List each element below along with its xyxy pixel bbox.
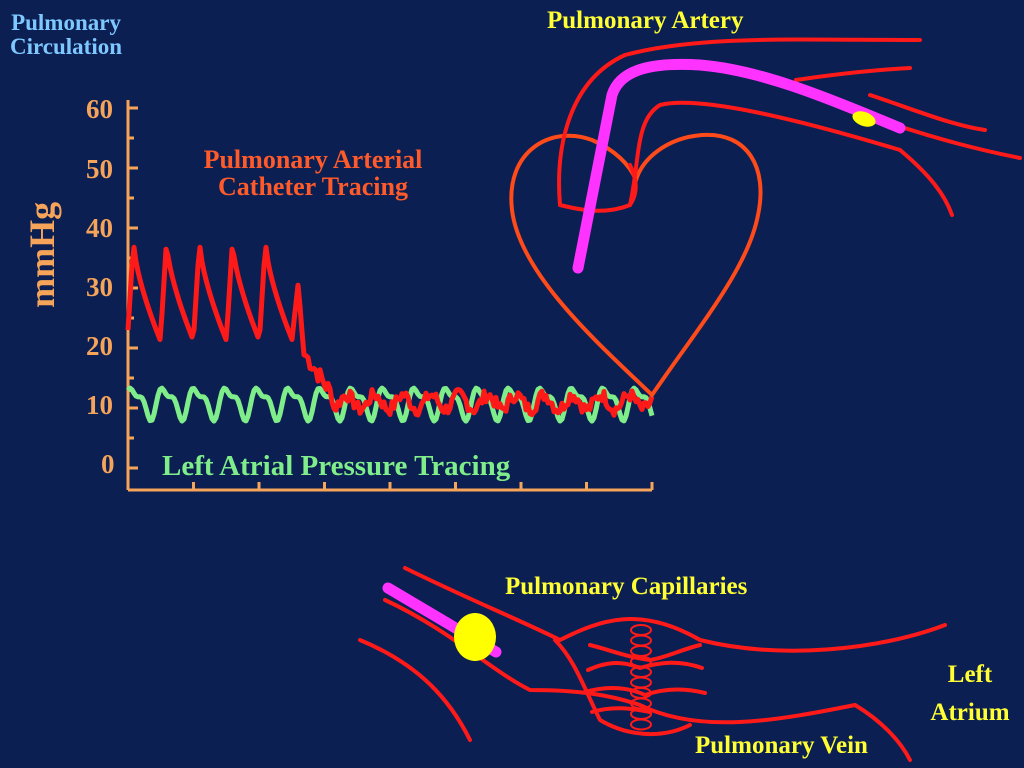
ytick-0: 0 <box>101 449 115 479</box>
pulmonary-artery-label: Pulmonary Artery <box>547 7 744 34</box>
pulmonary-arterial-trace <box>125 244 655 418</box>
capillary-vessels <box>358 566 947 762</box>
wedge-balloon <box>454 613 496 661</box>
ytick-60: 60 <box>86 94 113 124</box>
capillary-coil <box>630 676 652 689</box>
page-title-line2: Circulation <box>10 34 123 60</box>
y-tick-marks <box>128 106 138 470</box>
ytick-40: 40 <box>86 213 113 243</box>
pulmonary-artery-vessel <box>557 37 1022 217</box>
left-atrium-line1: Left <box>947 661 993 688</box>
capillary-coil <box>630 624 652 636</box>
ytick-10: 10 <box>86 390 113 420</box>
pulmonary-vein-label: Pulmonary Vein <box>695 732 868 759</box>
la-tracing-label: Left Atrial Pressure Tracing <box>162 450 511 482</box>
capillary-coils <box>630 624 652 731</box>
page-title: Pulmonary Circulation <box>10 10 123 60</box>
ytick-20: 20 <box>86 331 113 361</box>
pa-balloon <box>852 111 876 127</box>
pa-tracing-label: Pulmonary Arterial Catheter Tracing <box>178 146 448 201</box>
left-atrium-label: Left Atrium <box>918 656 1022 731</box>
ytick-30: 30 <box>86 272 113 302</box>
left-atrium-line2: Atrium <box>930 698 1010 726</box>
pa-tracing-line1: Pulmonary Arterial <box>203 145 423 174</box>
capillary-coil <box>630 718 652 731</box>
pa-catheter <box>572 58 906 274</box>
y-axis-label: mmHg <box>22 201 63 308</box>
pa-tracing-line2: Catheter Tracing <box>218 172 408 202</box>
x-tick-marks <box>126 482 654 490</box>
capillary-coil <box>630 634 652 647</box>
ytick-50: 50 <box>86 154 113 184</box>
pulmonary-capillaries-label: Pulmonary Capillaries <box>505 573 748 600</box>
capillary-coil <box>630 645 652 657</box>
page-title-line1: Pulmonary <box>11 10 121 35</box>
